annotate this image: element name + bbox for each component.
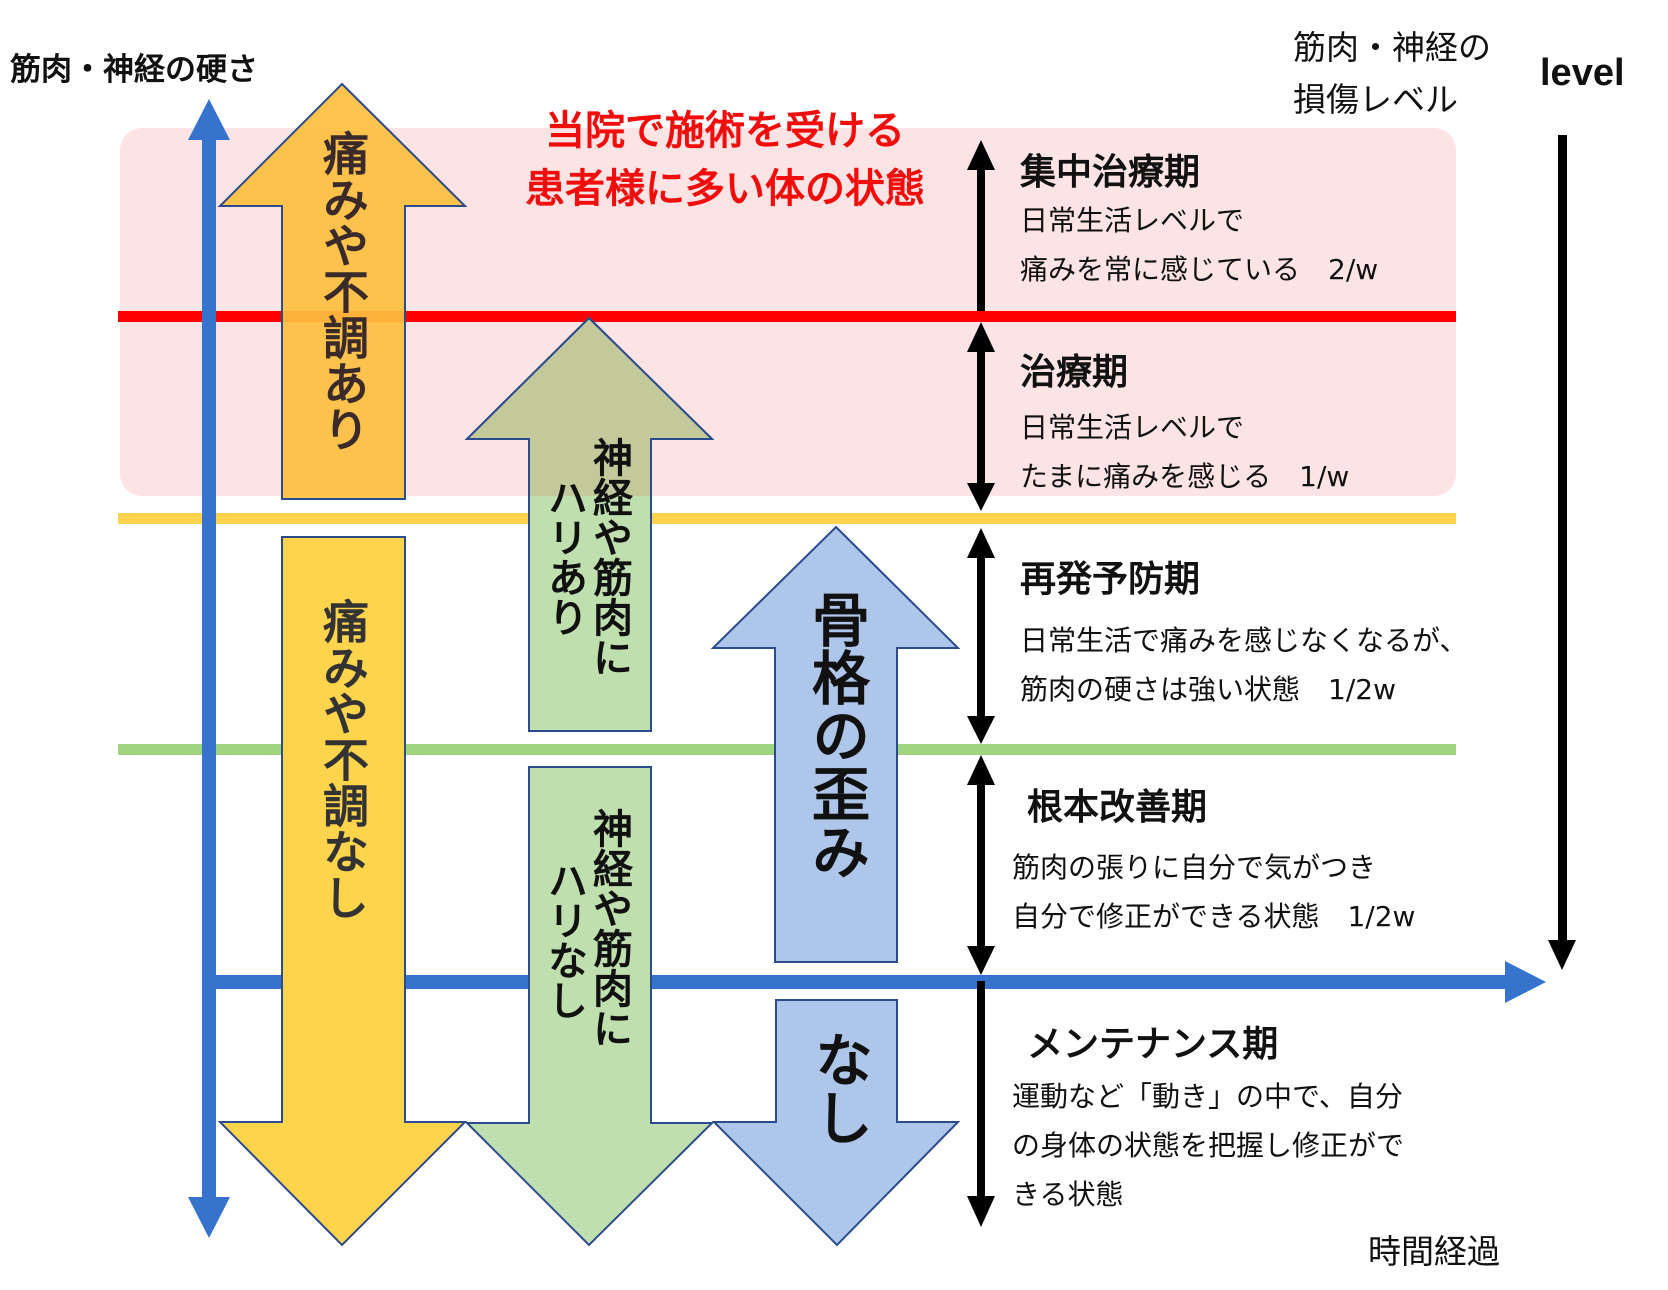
red-level-line <box>118 311 1456 322</box>
phase-desc-line: たまに痛みを感じる 1/w <box>1020 460 1350 493</box>
tension-up-arrow-outline <box>464 316 715 732</box>
tension-down-label-col1: 神経や筋肉に <box>586 808 632 1048</box>
highlight-title-line1: 当院で施術を受ける <box>545 108 905 154</box>
pain-up-arrow <box>217 82 468 500</box>
phase-title-treatment: 治療期 <box>1020 352 1129 393</box>
phase-desc-line: きる状態 <box>1012 1178 1124 1211</box>
level-arrow <box>1548 135 1576 970</box>
phase-desc-line: の身体の状態を把握し修正がで <box>1012 1129 1405 1162</box>
phase-title-prevention: 再発予防期 <box>1020 559 1201 600</box>
phase-desc-prevention: 日常生活で痛みを感じなくなるが、筋肉の硬さは強い状態 1/2w <box>1020 616 1467 714</box>
pain-down-arrow <box>217 536 468 1247</box>
damage-level-label-line2: 損傷レベル <box>1293 80 1458 119</box>
phase-title-maintenance: メンテナンス期 <box>1027 1024 1279 1065</box>
phase-desc-maintenance: 運動など「動き」の中で、自分の身体の状態を把握し修正ができる状態 <box>1012 1072 1404 1219</box>
phase-desc-intensive: 日常生活レベルで痛みを常に感じている 2/w <box>1020 196 1378 294</box>
phase-desc-line: 日常生活で痛みを感じなくなるが、 <box>1020 624 1468 657</box>
phase-desc-line: 自分で修正ができる状態 1/2w <box>1012 900 1416 933</box>
phase-desc-line: 痛みを常に感じている 2/w <box>1020 253 1379 286</box>
damage-level-label: 筋肉・神経の 損傷レベル <box>1293 22 1491 126</box>
tension-up-label-col1: 神経や筋肉に <box>586 437 632 677</box>
phase-arrow-3 <box>967 528 995 744</box>
skeleton-down-label: なし <box>805 1030 873 1146</box>
x-axis-label: 時間経過 <box>1368 1232 1500 1271</box>
phase-desc-fundamental: 筋肉の張りに自分で気がつき自分で修正ができる状態 1/2w <box>1012 843 1415 941</box>
pain-down-label: 痛みや不調なし <box>316 598 370 920</box>
phase-desc-line: 運動など「動き」の中で、自分 <box>1012 1080 1403 1113</box>
skeleton-up-arrow <box>710 525 961 963</box>
tension-up-label-col2: ハリあり <box>541 477 587 637</box>
skeleton-down-arrow <box>711 999 961 1247</box>
phase-arrow-2 <box>967 322 995 511</box>
pain-up-label: 痛みや不調あり <box>316 130 370 452</box>
y-axis-down-arrowhead <box>188 1197 230 1238</box>
phase-arrow-5 <box>967 981 995 1227</box>
phase-title-intensive: 集中治療期 <box>1020 152 1201 193</box>
skeleton-up-label: 骨格の歪み <box>802 590 870 880</box>
highlight-title: 当院で施術を受ける 患者様に多い体の状態 <box>490 102 960 218</box>
yellow-level-line <box>118 513 1456 524</box>
phase-desc-line: 筋肉の硬さは強い状態 1/2w <box>1020 673 1396 706</box>
y-axis-shaft <box>202 138 216 1198</box>
phase-arrow-4 <box>967 755 995 975</box>
phase-desc-line: 筋肉の張りに自分で気がつき <box>1012 851 1377 884</box>
level-label: level <box>1540 52 1625 94</box>
y-axis-up-arrowhead <box>188 99 230 140</box>
tension-down-label-col2: ハリなし <box>541 860 587 1020</box>
phase-desc-line: 日常生活レベルで <box>1020 204 1245 237</box>
phase-desc-line: 日常生活レベルで <box>1020 411 1245 444</box>
phase-desc-treatment: 日常生活レベルでたまに痛みを感じる 1/w <box>1020 403 1349 501</box>
phase-arrow-1 <box>967 140 995 311</box>
highlight-title-line2: 患者様に多い体の状態 <box>525 166 925 212</box>
x-axis-arrowhead <box>1505 961 1546 1003</box>
damage-level-label-line1: 筋肉・神経の <box>1293 28 1491 67</box>
y-axis-label: 筋肉・神経の硬さ <box>10 52 258 88</box>
tension-down-arrow <box>464 766 715 1247</box>
phase-title-fundamental: 根本改善期 <box>1027 787 1208 828</box>
